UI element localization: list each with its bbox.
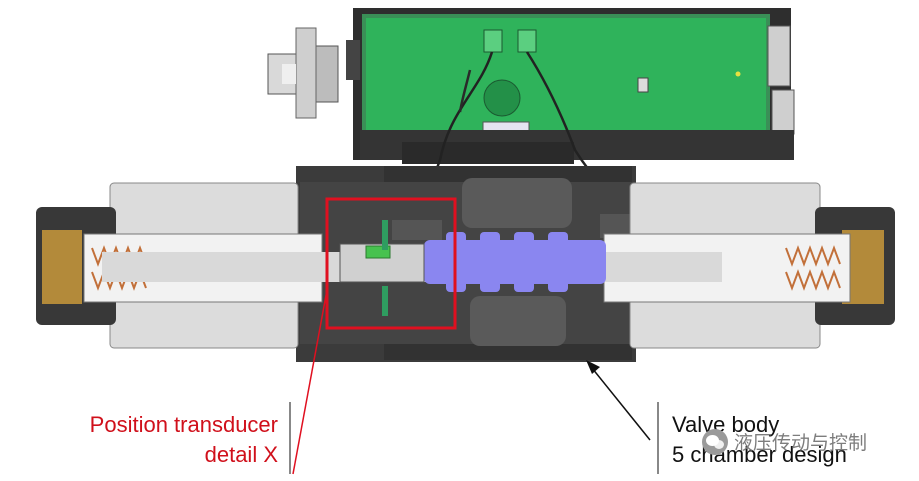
position-transducer (339, 220, 425, 316)
black-arrow (586, 360, 651, 441)
electronics-housing (346, 8, 795, 164)
position-transducer-line2: detail X (204, 442, 278, 467)
right-spring (785, 245, 841, 291)
position-transducer-line1: Position transducer (89, 412, 278, 437)
red-leader-line (292, 289, 328, 475)
right-end-cap (603, 182, 895, 349)
valve-body-line1: Valve body (672, 412, 780, 437)
detail-x-highlight-box (325, 197, 457, 330)
position-transducer-label: Position transducer detail X (40, 410, 278, 470)
electrical-connector (267, 27, 339, 119)
valve-body-line2: 5 chamber design (672, 442, 847, 467)
valve-body-label: Valve body 5 chamber design (672, 410, 847, 470)
watermark-text: 液压传动与控制 (734, 432, 868, 454)
wechat-icon (702, 428, 728, 455)
watermark: 液压传动与控制 (702, 428, 867, 455)
pcb-board (366, 18, 766, 138)
